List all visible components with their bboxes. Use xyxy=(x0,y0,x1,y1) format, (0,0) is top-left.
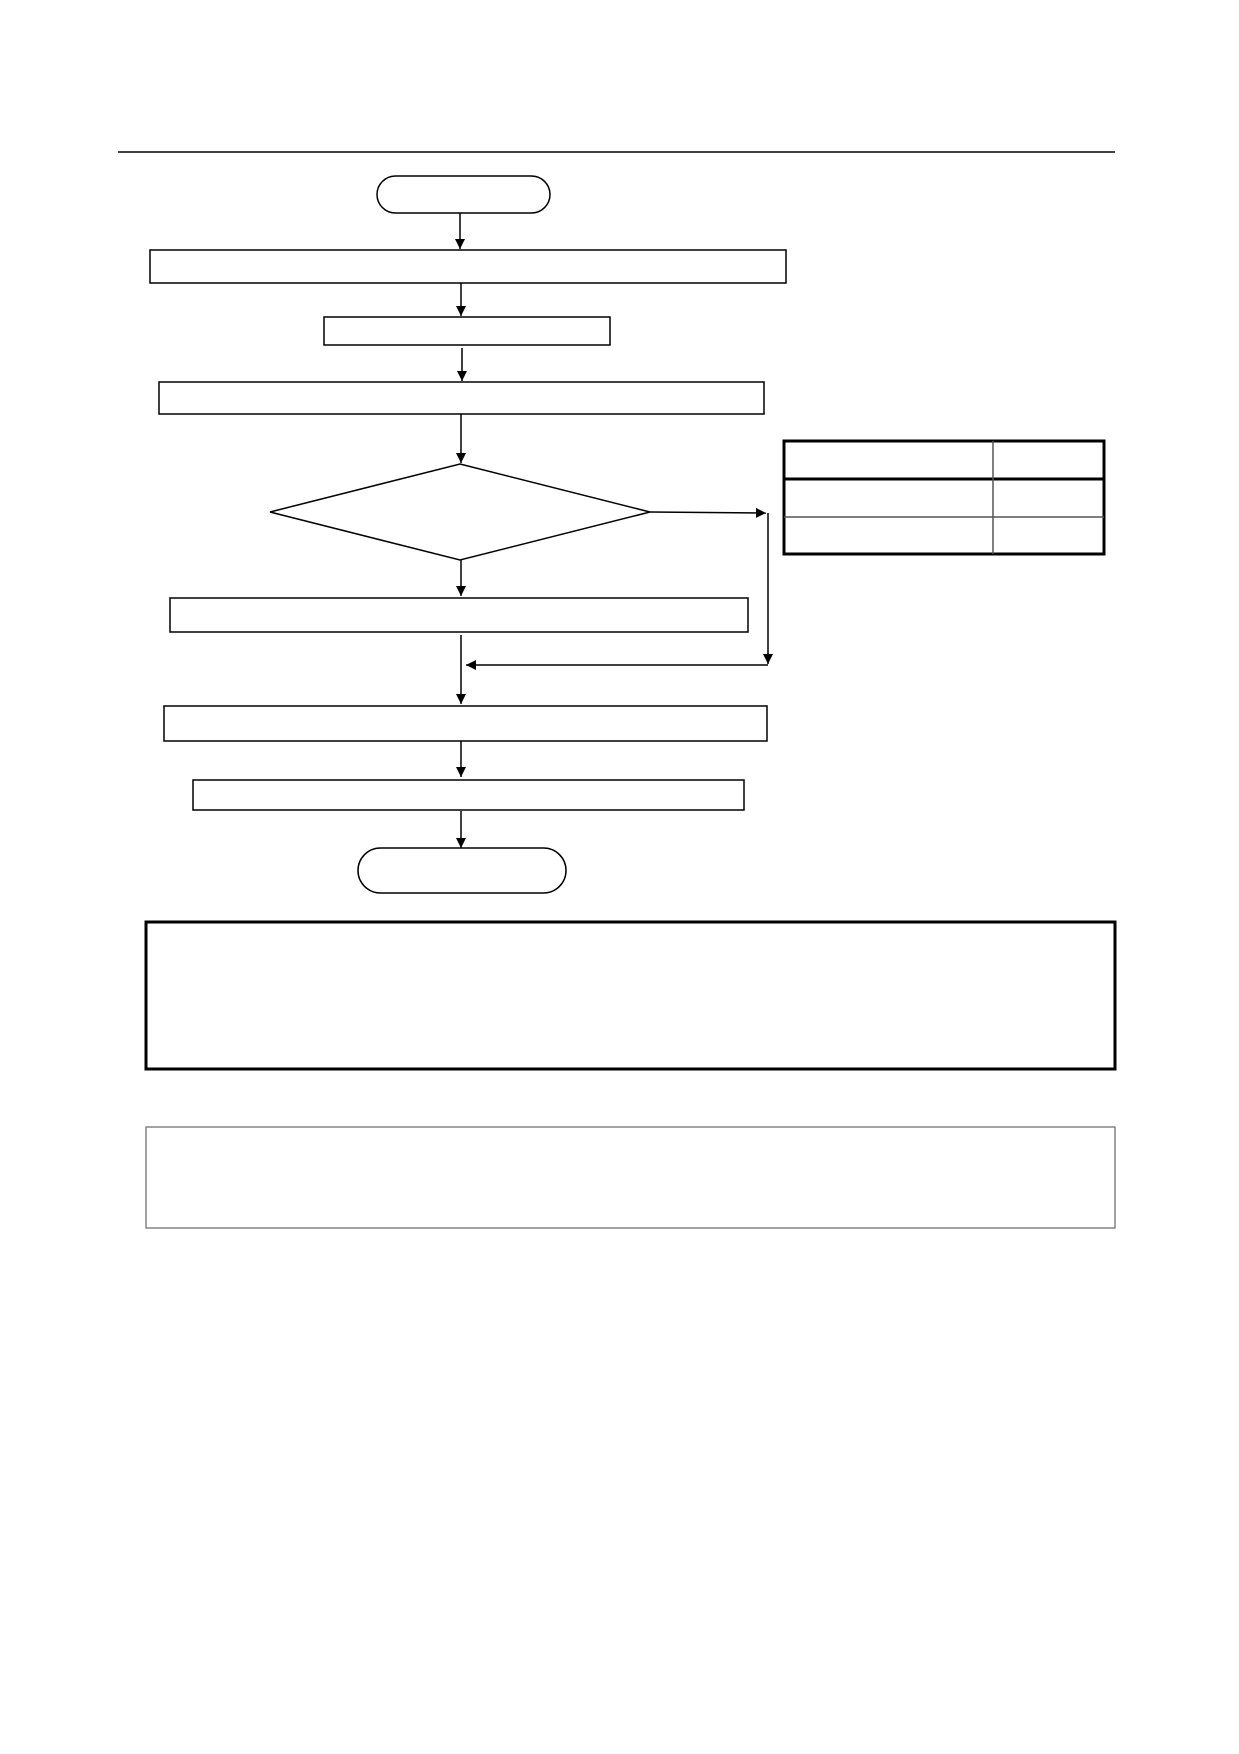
process-step-1 xyxy=(149,249,787,284)
process-step-6 xyxy=(192,779,745,811)
process-step-2 xyxy=(323,316,611,346)
arrow-decision-to-branch xyxy=(649,507,767,518)
start-terminator xyxy=(376,175,551,214)
decision-diamond xyxy=(269,463,651,561)
process-step-5 xyxy=(163,705,768,742)
side-table xyxy=(782,439,1106,556)
notes-box xyxy=(144,920,1117,1071)
process-step-4 xyxy=(169,597,749,633)
footer-box xyxy=(145,1126,1116,1229)
process-step-3 xyxy=(158,381,765,415)
end-terminator xyxy=(357,847,567,894)
